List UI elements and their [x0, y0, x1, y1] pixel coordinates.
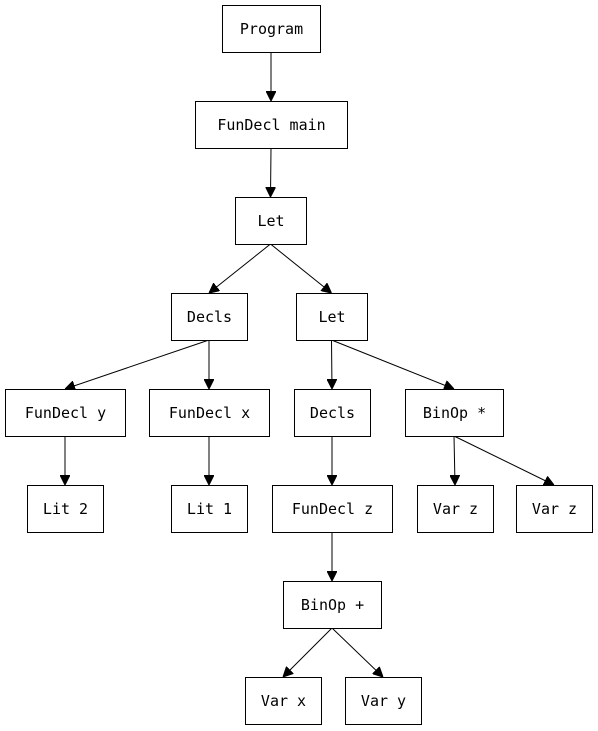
node-label: FunDecl z — [292, 500, 373, 518]
node-binop-add: BinOp + — [283, 581, 382, 629]
node-label: FunDecl main — [217, 116, 325, 134]
edge-decls-left-to-fundecl-y — [65, 339, 210, 389]
node-fundecl-z: FunDecl z — [272, 485, 393, 533]
node-decls-right: Decls — [294, 389, 371, 437]
edge-binop-add-to-var-x — [283, 627, 333, 677]
edge-binop-mul-to-var-z-2 — [453, 435, 554, 485]
node-let-inner: Let — [296, 293, 368, 341]
node-var-x: Var x — [245, 677, 322, 725]
node-box — [171, 485, 248, 533]
node-program: Program — [222, 5, 321, 53]
node-binop-mul: BinOp * — [405, 389, 504, 437]
node-box — [245, 677, 322, 725]
node-box — [417, 485, 494, 533]
node-fundecl-x: FunDecl x — [149, 389, 270, 437]
node-label: Var y — [361, 692, 406, 710]
node-decls-left: Decls — [171, 293, 248, 341]
node-fundecl-main: FunDecl main — [195, 101, 348, 149]
node-lit-1: Lit 1 — [171, 485, 248, 533]
node-box — [283, 581, 382, 629]
node-box — [235, 197, 307, 245]
node-label: BinOp * — [423, 404, 486, 422]
node-box — [272, 485, 393, 533]
node-label: Let — [318, 308, 345, 326]
edge-binop-mul-to-var-z-1 — [454, 435, 455, 485]
node-box — [345, 677, 422, 725]
node-box — [222, 5, 321, 53]
edge-binop-add-to-var-y — [331, 627, 383, 677]
node-let-outer: Let — [235, 197, 307, 245]
edge-layer — [65, 52, 554, 677]
node-label: Let — [257, 212, 284, 230]
node-label: Var x — [261, 692, 306, 710]
node-box — [405, 389, 504, 437]
node-label: Lit 1 — [187, 500, 232, 518]
node-label: Lit 2 — [43, 500, 88, 518]
node-label: FunDecl y — [25, 404, 106, 422]
node-box — [516, 485, 593, 533]
node-var-z-1: Var z — [417, 485, 494, 533]
edge-let-outer-to-decls-left — [209, 243, 271, 293]
node-var-z-2: Var z — [516, 485, 593, 533]
node-box — [5, 389, 126, 437]
node-fundecl-y: FunDecl y — [5, 389, 126, 437]
node-box — [149, 389, 270, 437]
node-box — [294, 389, 371, 437]
node-box — [195, 101, 348, 149]
node-box — [171, 293, 248, 341]
node-var-y: Var y — [345, 677, 422, 725]
node-label: Var z — [532, 500, 577, 518]
edge-fundecl-main-to-let-outer — [271, 147, 272, 197]
edge-let-inner-to-binop-mul — [331, 339, 455, 389]
edge-let-inner-to-decls-right — [332, 339, 333, 389]
node-label: Decls — [187, 308, 232, 326]
node-box — [296, 293, 368, 341]
node-lit-2: Lit 2 — [27, 485, 104, 533]
node-label: Program — [240, 20, 303, 38]
node-box — [27, 485, 104, 533]
node-label: BinOp + — [301, 596, 364, 614]
node-label: Var z — [433, 500, 478, 518]
node-label: Decls — [310, 404, 355, 422]
edge-let-outer-to-let-inner — [270, 243, 332, 293]
node-label: FunDecl x — [169, 404, 250, 422]
